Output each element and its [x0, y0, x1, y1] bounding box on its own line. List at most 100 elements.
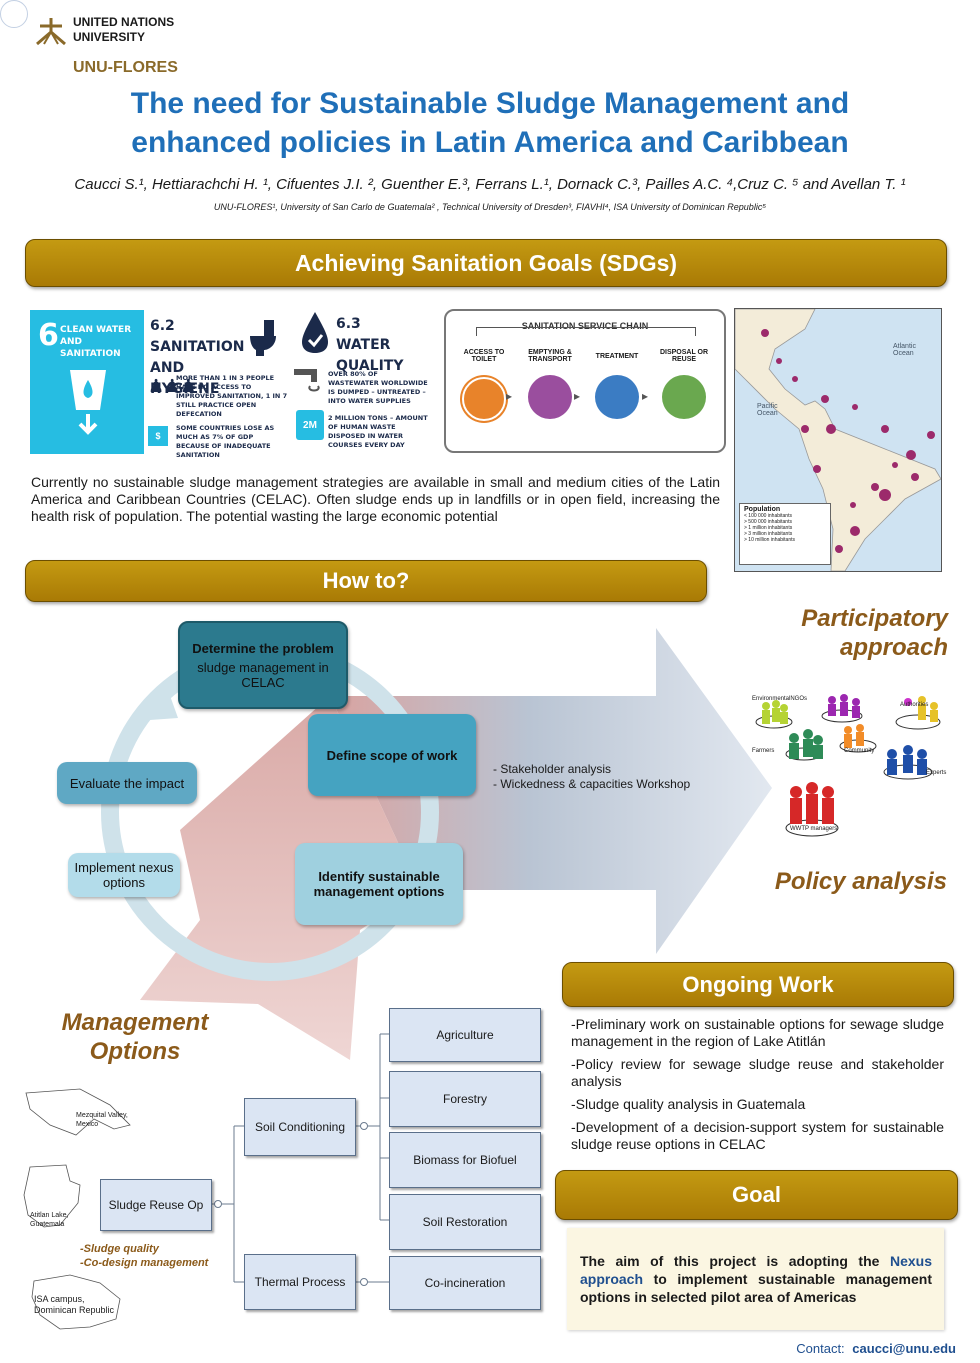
goal-box: The aim of this project is adopting the … — [567, 1228, 944, 1330]
bullet-wickedness: - Wickedness & capacities Workshop — [493, 777, 691, 791]
label-farmers: Farmers — [752, 748, 775, 754]
factory-step-icon — [597, 377, 637, 417]
process-arrow — [101, 628, 772, 1060]
ocean-label-pacific: Pacific Ocean — [757, 403, 778, 417]
stakeholder-people-icon — [755, 694, 941, 837]
water-drop-icon — [302, 312, 328, 353]
management-line1: Management — [61, 1009, 209, 1036]
ongoing-item: -Preliminary work on sustainable options… — [571, 1016, 944, 1049]
chain-bracket — [476, 327, 696, 336]
ongoing-list: -Preliminary work on sustainable options… — [571, 1016, 944, 1159]
pipe-icon — [294, 369, 320, 392]
map-legend: Population < 100 000 inhabitants > 500 0… — [739, 503, 831, 565]
chain-step-1: ACCESS TO TOILET — [463, 349, 505, 363]
toilet-step-icon — [462, 377, 506, 421]
sdg63-stat-b: 2 MILLION TONS – AMOUNT OF HUMAN WASTE D… — [328, 414, 428, 449]
note-sludge-quality: -Sludge quality — [80, 1243, 159, 1255]
management-notes: -Sludge quality -Co-design management — [80, 1242, 208, 1270]
sdg62-title: 6.2 SANITATION AND HYGIENE — [150, 318, 245, 397]
chain-step-4: DISPOSAL OR REUSE — [659, 349, 709, 363]
water-glass-icon — [70, 370, 106, 435]
bullet-stakeholder: - Stakeholder analysis — [493, 762, 612, 776]
gdp-icon: $ — [148, 426, 168, 446]
tree-root-sludge-reuse: Sludge Reuse Op — [100, 1179, 212, 1231]
identify-options-box: Identify sustainable management options — [295, 843, 463, 925]
tree-biomass: Biomass for Biofuel — [389, 1132, 541, 1188]
place-atitlan: Atitlan Lake, Guatemala — [30, 1212, 69, 1228]
determine-problem-box: Determine the problem sludge management … — [178, 621, 348, 709]
tree-co-incineration: Co-incineration — [389, 1256, 541, 1310]
evaluate-impact-box: Evaluate the impact — [57, 762, 197, 804]
legend-title: Population — [744, 506, 781, 513]
weight-icon: 2M — [296, 410, 324, 440]
label-ngos: EnvironmentalNGOs — [752, 696, 808, 702]
participatory-heading: Participatory approach — [760, 604, 948, 662]
implement-nexus-box: Implement nexus options — [68, 853, 180, 897]
section-sanitation: Achieving Sanitation Goals (SDGs) — [25, 239, 947, 287]
chain-title: SANITATION SERVICE CHAIN — [521, 321, 649, 331]
tree-forestry: Forestry — [389, 1071, 541, 1127]
contact-line: Contact: caucci@unu.edu — [760, 1341, 956, 1356]
implement-label: Implement nexus options — [74, 860, 174, 890]
sdg63-title: 6.3 WATER QUALITY — [336, 316, 404, 374]
note-codesign: -Co-design management — [80, 1257, 209, 1269]
place-isa: ISA campus, Dominican Republic — [34, 1294, 115, 1315]
sdg-infographic: 6 CLEAN WATER AND SANITATION 6.2 SANITAT… — [30, 310, 438, 459]
goal-text-post: to implement sustainable management opti… — [580, 1271, 932, 1305]
tree-soil-restoration: Soil Restoration — [389, 1194, 541, 1250]
section-goal: Goal — [555, 1170, 958, 1220]
label-wwtp: WWTP managers — [790, 826, 838, 832]
chain-arrow-2: ▸ — [574, 389, 581, 403]
legend-item: > 3 million inhabitants — [744, 531, 793, 537]
scope-bullets: - Stakeholder analysis - Wickedness & ca… — [493, 762, 690, 792]
people-icon: ♟♟♟ — [148, 376, 197, 396]
management-heading: Management Options — [40, 1008, 230, 1066]
sdg6-name: CLEAN WATER AND SANITATION — [60, 325, 132, 359]
title-line2: enhanced policies in Latin America and C… — [131, 126, 849, 159]
participatory-line2: approach — [839, 634, 948, 661]
legend-item: < 100 000 inhabitants — [744, 513, 792, 519]
ocean-label-atlantic: Atlantic Ocean — [893, 343, 916, 357]
unit-name: UNU-FLORES — [73, 59, 178, 76]
label-authorities: Authorities — [900, 702, 929, 708]
chain-step-3: TREATMENT — [595, 353, 639, 360]
unu-logo-icon — [36, 18, 66, 46]
legend-item: > 10 million inhabitants — [744, 537, 796, 543]
continent-shape — [735, 309, 941, 571]
chain-step-2: EMPTYING & TRANSPORT — [528, 349, 572, 363]
ongoing-item: -Development of a decision-support syste… — [571, 1119, 944, 1152]
toilet-icon — [250, 320, 276, 356]
label-community: Community — [844, 748, 875, 754]
chain-arrow-1: ▸ — [506, 389, 513, 403]
contact-email[interactable]: caucci@unu.edu — [852, 1341, 956, 1356]
un-emblem — [0, 0, 28, 28]
legend-item: > 1 million inhabitants — [744, 525, 793, 531]
goal-nexus-highlight: Nexus approach — [580, 1253, 932, 1287]
sdg6-tile: 6 CLEAN WATER AND SANITATION — [30, 310, 144, 454]
evaluate-label: Evaluate the impact — [69, 775, 185, 791]
stakeholder-network: EnvironmentalNGOs Authorities Farmers Co… — [752, 692, 954, 842]
management-line2: Options — [89, 1038, 181, 1065]
plant-step-icon — [664, 377, 704, 417]
title-line1: The need for Sustainable Sludge Manageme… — [130, 87, 850, 120]
tree-agriculture: Agriculture — [389, 1008, 541, 1062]
country-outlines — [23, 1088, 131, 1330]
contact-label: Contact: — [796, 1341, 845, 1356]
determine-sub: sludge management in CELAC — [197, 659, 329, 690]
section-howto: How to? — [25, 560, 707, 602]
ongoing-item: -Sludge quality analysis in Guatemala — [571, 1096, 806, 1112]
sdg62-stat-a: MORE THAN 1 IN 3 PEOPLE HAVE NO ACCESS T… — [176, 374, 288, 418]
place-mezquital: Mezquital Valley, Mexico — [76, 1112, 128, 1128]
org-line1: UNITED NATIONS — [73, 15, 175, 29]
identify-label: Identify sustainable management options — [313, 869, 445, 899]
intro-paragraph: Currently no sustainable sludge manageme… — [31, 474, 720, 524]
define-scope-label: Define scope of work — [326, 747, 458, 763]
section-ongoing: Ongoing Work — [562, 962, 954, 1007]
goal-text-pre: The aim of this project is adopting the — [580, 1253, 890, 1269]
org-line2: UNIVERSITY — [73, 30, 146, 44]
tree-soil-conditioning: Soil Conditioning — [244, 1098, 356, 1156]
define-scope-box: Define scope of work — [308, 714, 476, 796]
chain-arrow-3: ▸ — [642, 389, 649, 403]
sdg6-number: 6 — [38, 318, 59, 353]
